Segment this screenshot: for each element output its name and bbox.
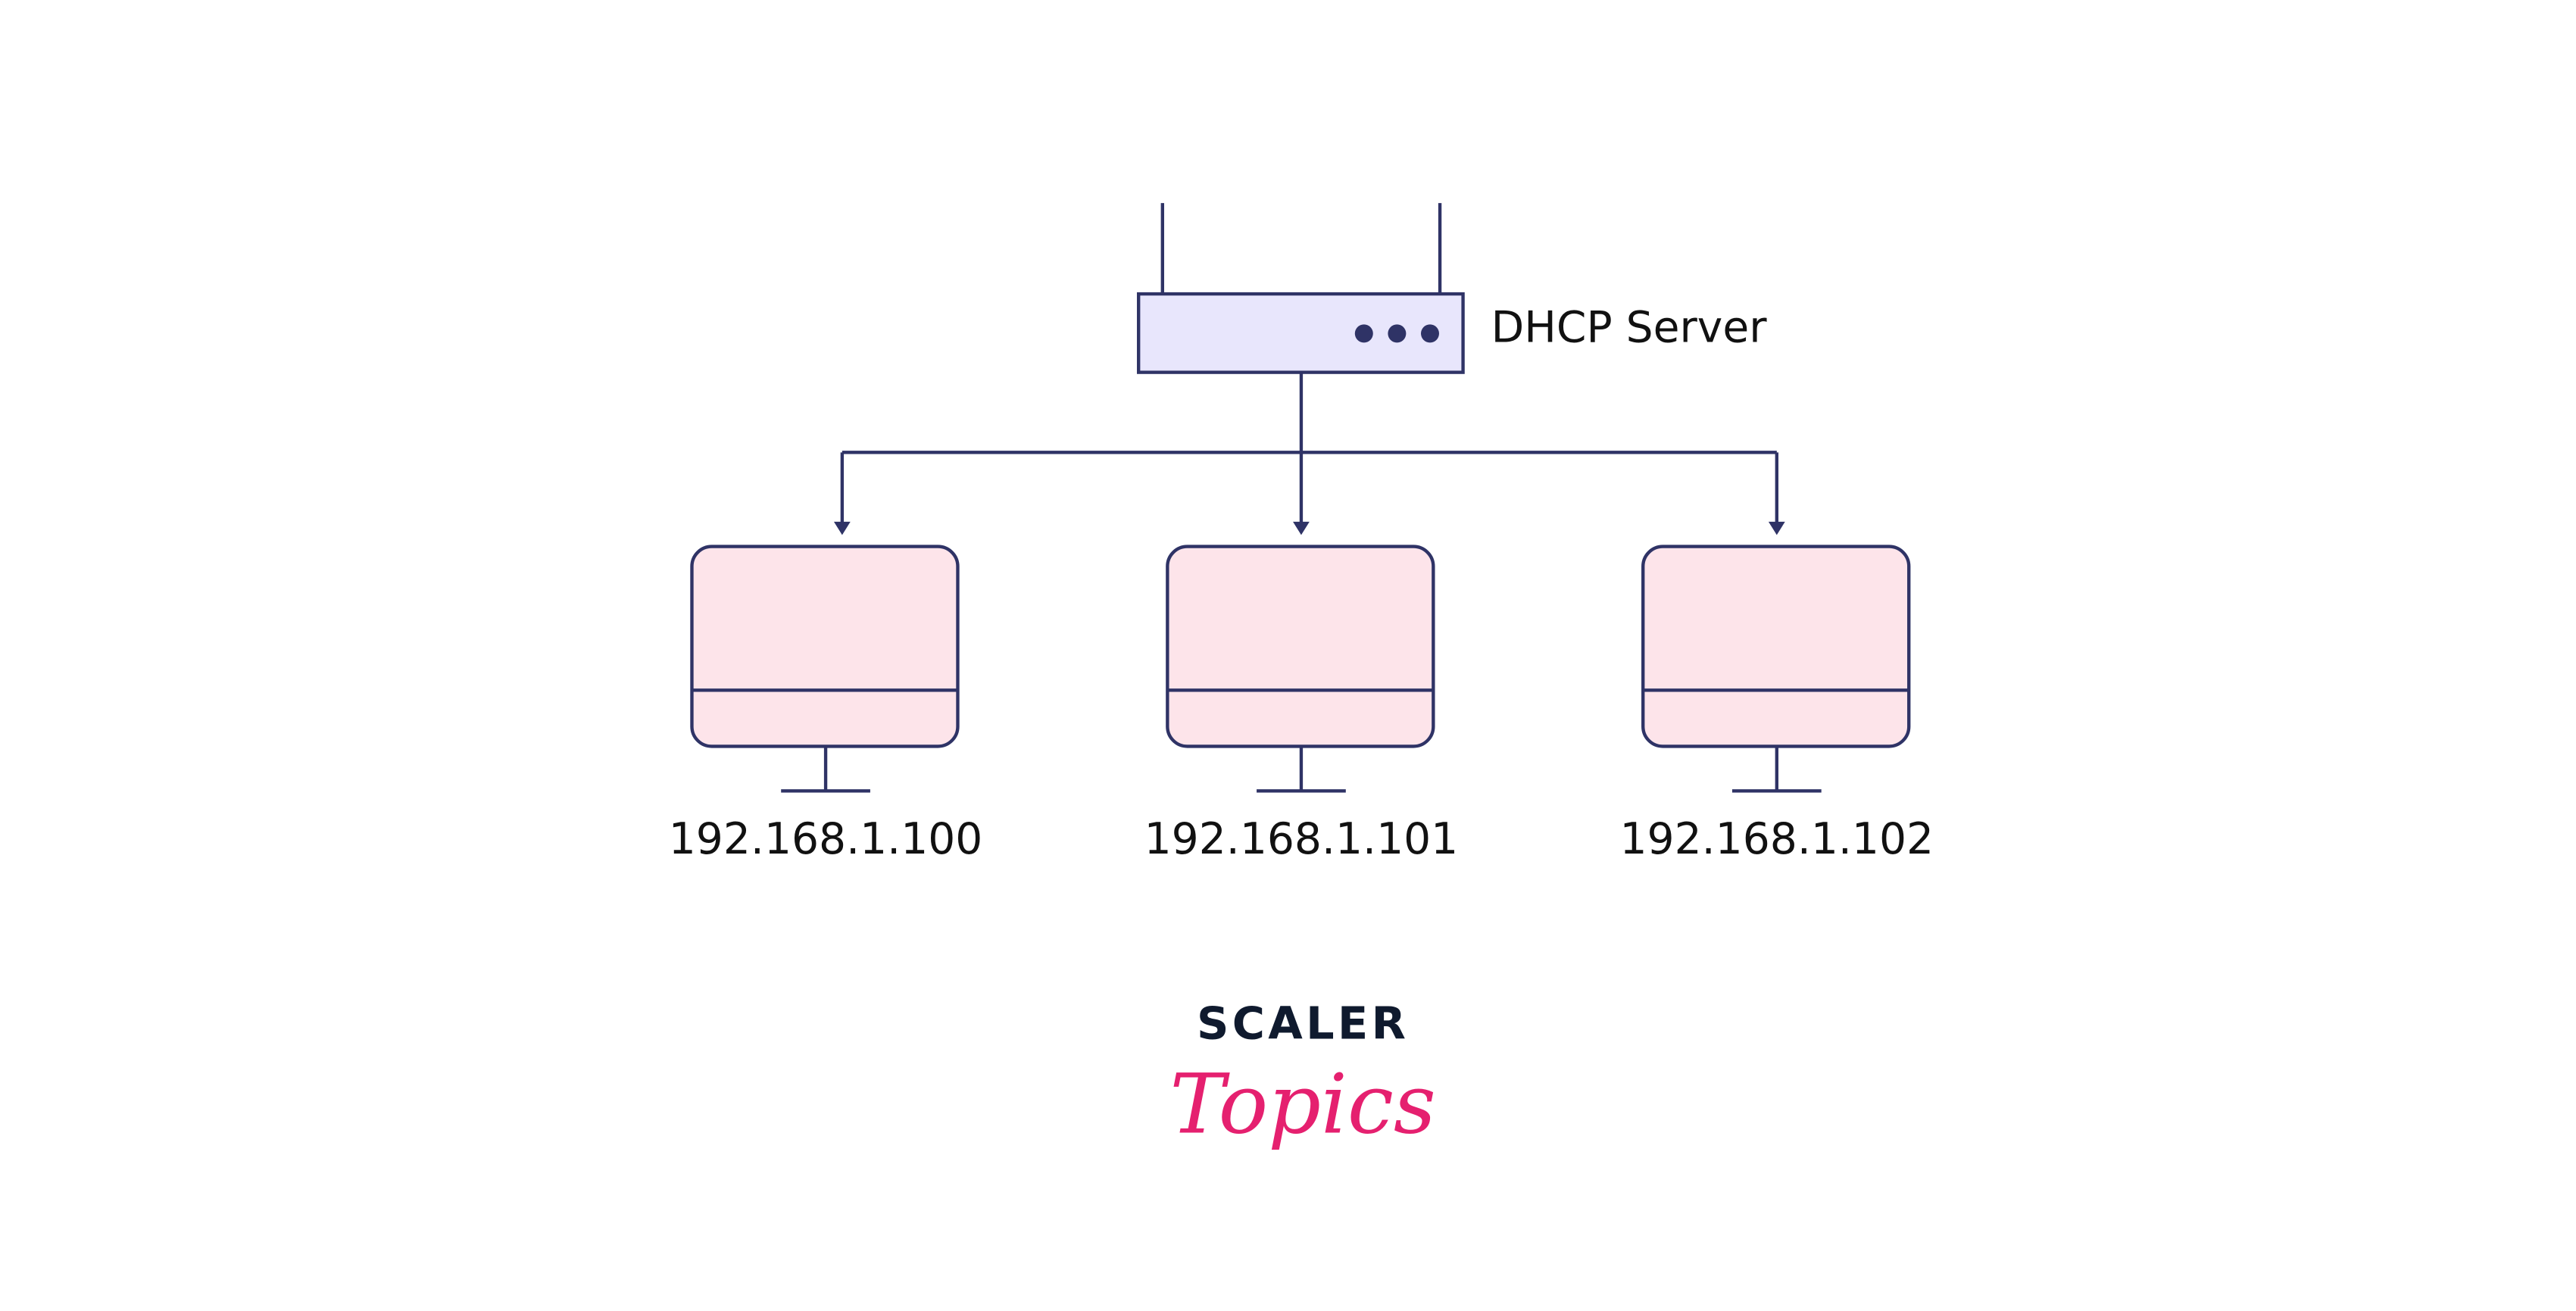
scaler-topics-logo: SCALER Topics (1169, 997, 1435, 1152)
monitor-icon (690, 545, 960, 793)
logo-scaler-text: SCALER (1197, 997, 1409, 1049)
client-ip-label: 192.168.1.101 (1144, 814, 1459, 864)
arrow-head-right (1768, 521, 1785, 535)
connector-lines (840, 373, 1778, 524)
client-computer: 192.168.1.101 (1144, 545, 1459, 864)
client-computer: 192.168.1.102 (1620, 545, 1934, 864)
server-label: DHCP Server (1491, 302, 1768, 352)
logo-topics-text: Topics (1169, 1057, 1435, 1153)
dhcp-server-icon (1137, 292, 1465, 374)
client-ip-label: 192.168.1.102 (1620, 814, 1934, 864)
arrow-head-left (833, 521, 851, 535)
arrow-head-center (1293, 521, 1310, 535)
monitor-icon (1166, 545, 1435, 793)
status-dot (1388, 324, 1407, 343)
client-computer: 192.168.1.100 (669, 545, 983, 864)
status-dot (1354, 324, 1373, 343)
client-ip-label: 192.168.1.100 (669, 814, 983, 864)
status-dot (1420, 324, 1439, 343)
monitor-icon (1641, 545, 1911, 793)
